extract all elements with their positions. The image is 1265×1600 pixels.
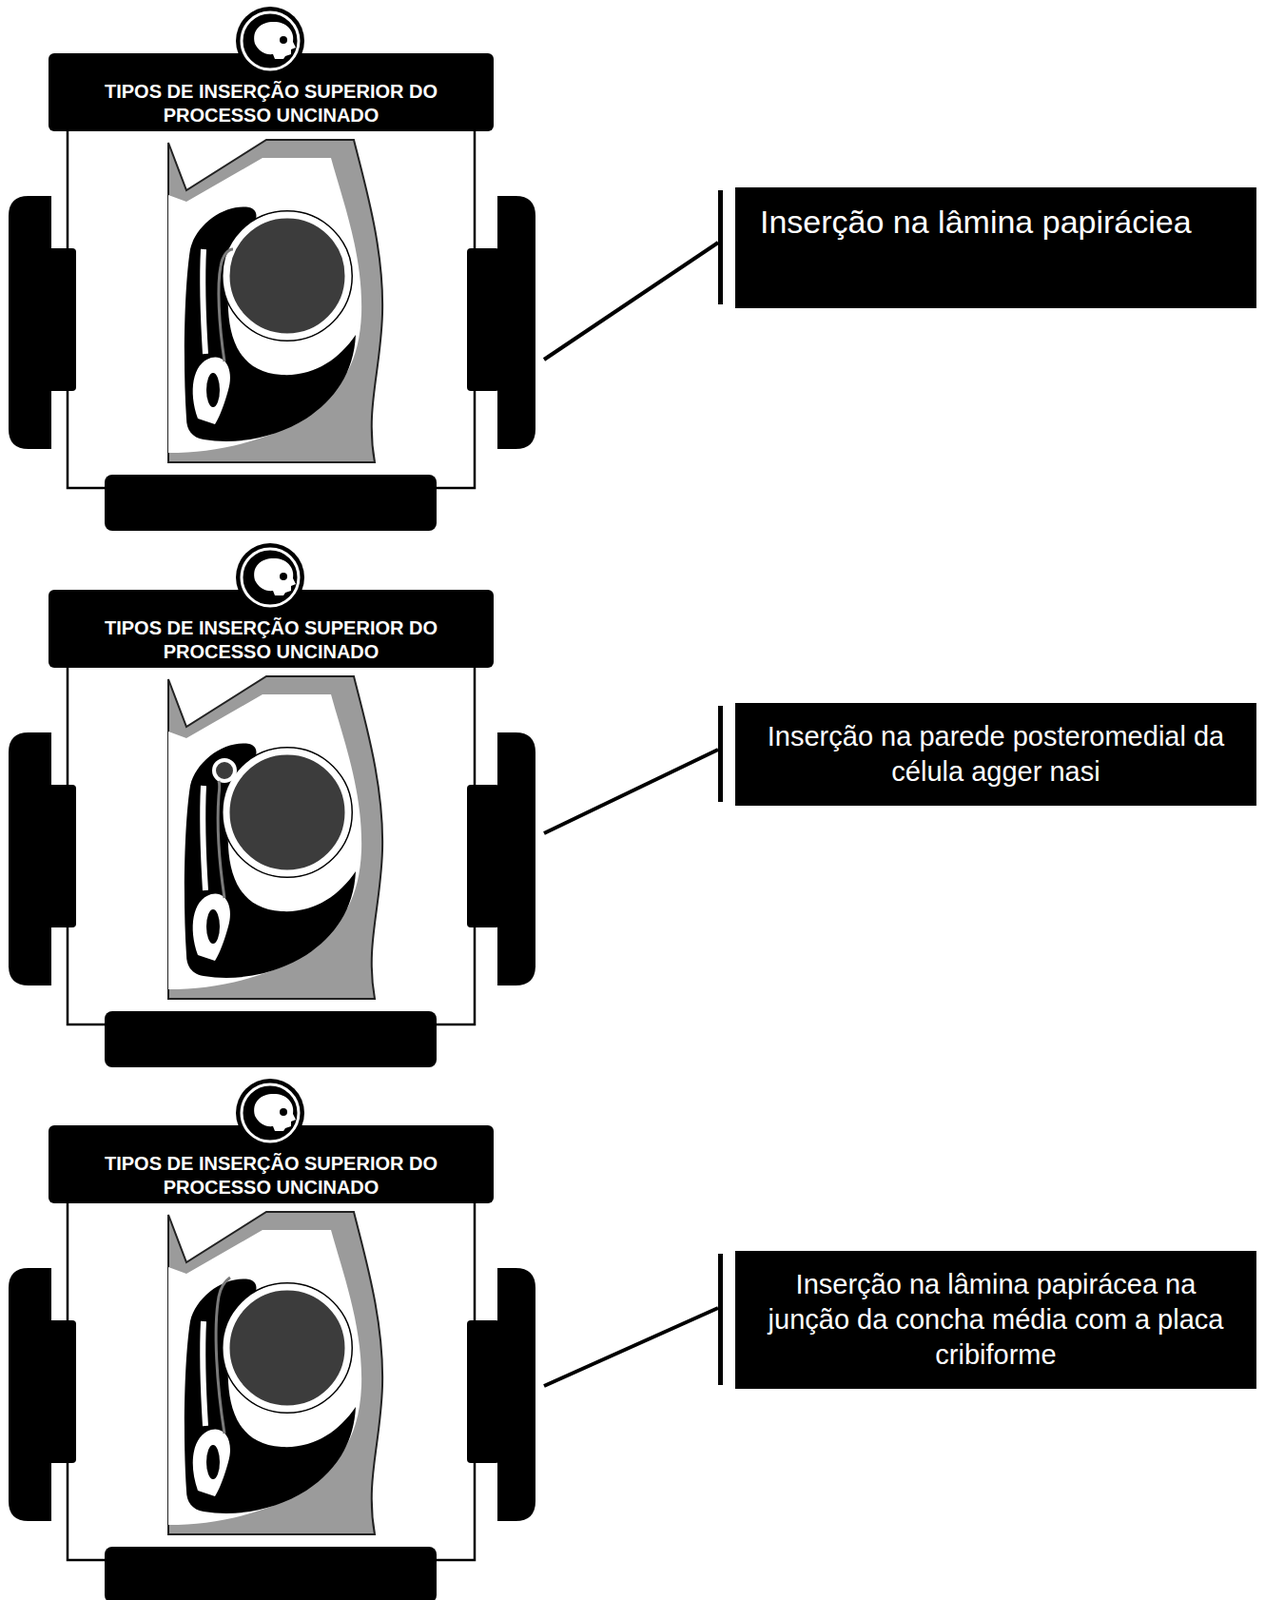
uncinate-process	[217, 780, 225, 898]
figure-panel: TIPOS DE INSERÇÃO SUPERIOR DO PROCESSO U…	[8, 1071, 545, 1600]
figure-panel: TIPOS DE INSERÇÃO SUPERIOR DO PROCESSO U…	[8, 536, 545, 1068]
panel-frame	[8, 6, 536, 531]
panel-art	[8, 6, 536, 531]
panel-frame	[8, 1078, 536, 1600]
leader-line	[544, 242, 719, 360]
panel-art	[8, 543, 536, 1068]
callout-text: Inserção na lâmina papiráciea	[759, 200, 1192, 243]
panel-frame	[8, 543, 536, 1068]
panel-heading: TIPOS DE INSERÇÃO SUPERIOR DO PROCESSO U…	[48, 79, 494, 128]
sinus-drawing	[168, 1211, 383, 1535]
callout-box: Inserção na parede posteromedial da célu…	[718, 702, 1257, 806]
callout-bar	[718, 190, 723, 305]
callout-box: Inserção na lâmina papirácea na junção d…	[718, 1250, 1257, 1389]
callout-text: Inserção na parede posteromedial da célu…	[758, 719, 1234, 790]
leader-line	[544, 749, 719, 834]
panel-art	[8, 1078, 536, 1600]
agger-nasi-cell	[214, 759, 235, 781]
callout-fill: Inserção na lâmina papiráciea	[735, 187, 1257, 309]
sinus-drawing	[168, 139, 383, 463]
uncinate-process	[215, 1277, 231, 1434]
panel-heading: TIPOS DE INSERÇÃO SUPERIOR DO PROCESSO U…	[48, 616, 494, 664]
sinus-drawing	[168, 676, 383, 999]
callout-box: Inserção na lâmina papiráciea	[718, 187, 1257, 309]
callout-bar	[718, 1253, 723, 1385]
callout-fill: Inserção na parede posteromedial da célu…	[735, 702, 1257, 806]
uncinate-process	[218, 249, 234, 362]
panel-heading: TIPOS DE INSERÇÃO SUPERIOR DO PROCESSO U…	[48, 1151, 494, 1200]
callout-text: Inserção na lâmina papirácea na junção d…	[758, 1266, 1234, 1373]
callout-bar	[718, 705, 723, 802]
figure-panel: TIPOS DE INSERÇÃO SUPERIOR DO PROCESSO U…	[8, 0, 545, 531]
callout-fill: Inserção na lâmina papirácea na junção d…	[735, 1250, 1257, 1389]
leader-line	[544, 1307, 719, 1386]
